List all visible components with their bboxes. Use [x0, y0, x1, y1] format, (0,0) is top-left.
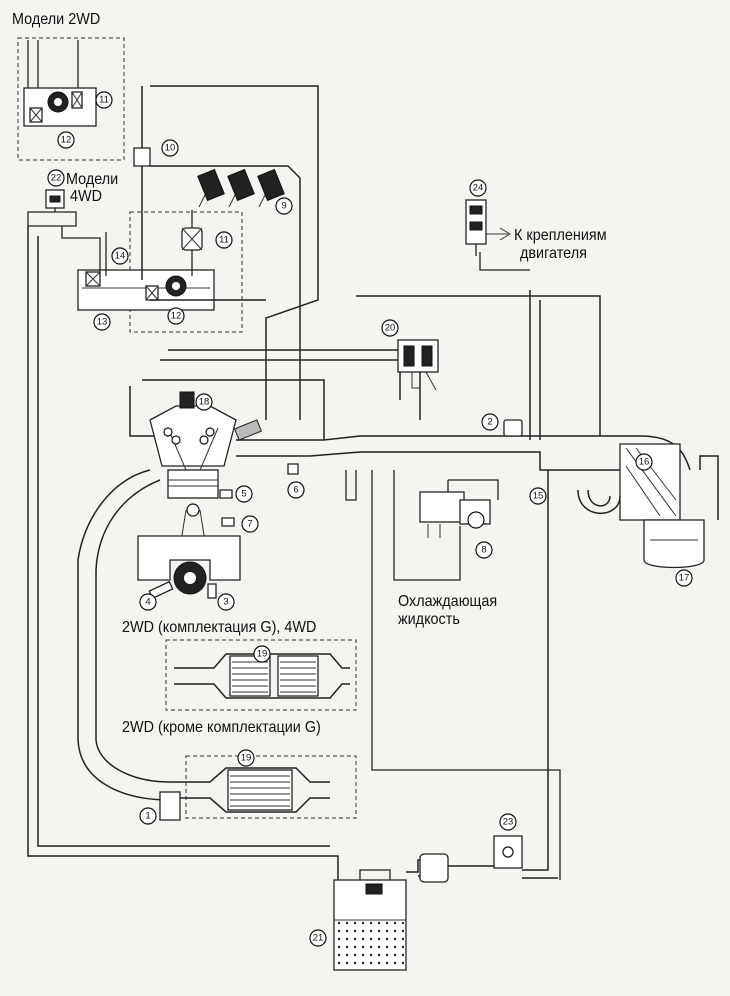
- callout-22: 23: [499, 813, 517, 831]
- svg-text:13: 13: [97, 317, 108, 328]
- callout-11-4wd: 11: [215, 231, 233, 249]
- svg-text:12: 12: [61, 135, 72, 146]
- svg-text:10: 10: [165, 143, 176, 154]
- callout-19-lower: 19: [237, 749, 255, 767]
- svg-text:5: 5: [241, 489, 246, 500]
- callout-24: 24: [469, 179, 487, 197]
- callout-18: 18: [195, 393, 213, 411]
- label-coolant-line2: жидкость: [398, 611, 460, 628]
- label-variant-2wd-g-4wd: 2WD (комплектация G), 4WD: [122, 619, 317, 636]
- svg-text:17: 17: [679, 573, 690, 584]
- svg-text:23: 23: [503, 817, 514, 828]
- callout-3: 3: [217, 593, 235, 611]
- label-to-engine-mounts-line2: двигателя: [520, 245, 587, 262]
- catalytic-converter-lower: [159, 755, 357, 821]
- svg-text:21: 21: [313, 933, 324, 944]
- engine: [77, 299, 640, 880]
- callout-14: 14: [111, 247, 129, 265]
- intake-and-air-cleaner: [356, 252, 719, 569]
- callout-2: 2: [481, 413, 499, 431]
- canister-and-purge: [27, 226, 558, 971]
- callout-9: 9: [275, 197, 293, 215]
- callout-17: 17: [675, 569, 693, 587]
- svg-text:9: 9: [281, 201, 286, 212]
- svg-text:4: 4: [145, 597, 150, 608]
- callout-1: 1: [139, 807, 157, 825]
- label-models-4wd-line1: Модели: [66, 171, 119, 188]
- fuel-tank-4wd: [27, 189, 243, 333]
- label-coolant-line1: Охлаждающая: [398, 593, 498, 610]
- callout-8: 8: [475, 541, 493, 559]
- svg-text:11: 11: [99, 95, 109, 106]
- callout-13: 13: [93, 313, 111, 331]
- callout-12-2wd: 12: [57, 131, 75, 149]
- svg-text:1: 1: [145, 811, 150, 822]
- svg-text:11: 11: [219, 235, 229, 246]
- svg-text:3: 3: [223, 597, 228, 608]
- callout-7: 7: [241, 515, 259, 533]
- callout-10: 10: [161, 139, 179, 157]
- svg-text:2: 2: [487, 417, 492, 428]
- svg-text:7: 7: [247, 519, 252, 530]
- callout-19-upper: 19: [253, 645, 271, 663]
- svg-text:24: 24: [473, 183, 484, 194]
- callout-5: 5: [235, 485, 253, 503]
- catalytic-converter-upper: [165, 639, 357, 711]
- svg-text:22: 22: [51, 173, 62, 184]
- callout-12-4wd: 12: [167, 307, 185, 325]
- svg-text:18: 18: [199, 397, 210, 408]
- svg-text:15: 15: [533, 491, 544, 502]
- label-to-engine-mounts-line1: К креплениям: [514, 227, 607, 244]
- svg-text:14: 14: [115, 251, 126, 262]
- label-models-4wd-line2: 4WD: [70, 188, 103, 205]
- part-20-solenoid: [397, 339, 439, 391]
- label-models-2wd: Модели 2WD: [12, 11, 101, 28]
- callout-16: 16: [635, 453, 653, 471]
- callouts: 11 12 10 9 11 12 13 14 22 24 20 18 2 16 …: [47, 91, 693, 947]
- fuel-rail-and-injectors: [133, 85, 319, 420]
- callout-21: 21: [309, 929, 327, 947]
- callout-4: 4: [139, 593, 157, 611]
- callout-23: 22: [47, 169, 65, 187]
- svg-text:19: 19: [241, 753, 252, 764]
- svg-text:8: 8: [481, 545, 486, 556]
- svg-text:19: 19: [257, 649, 268, 660]
- callout-11-2wd: 11: [95, 91, 113, 109]
- part-24-valve: [465, 199, 511, 256]
- svg-text:16: 16: [639, 457, 650, 468]
- svg-text:6: 6: [293, 485, 298, 496]
- callout-6: 6: [287, 481, 305, 499]
- inset-2wd-fuel-tank: [17, 37, 125, 161]
- callout-15: 15: [529, 487, 547, 505]
- label-variant-2wd-except-g: 2WD (кроме комплектации G): [122, 719, 321, 736]
- svg-text:12: 12: [171, 311, 182, 322]
- callout-20: 20: [381, 319, 399, 337]
- svg-text:20: 20: [385, 323, 396, 334]
